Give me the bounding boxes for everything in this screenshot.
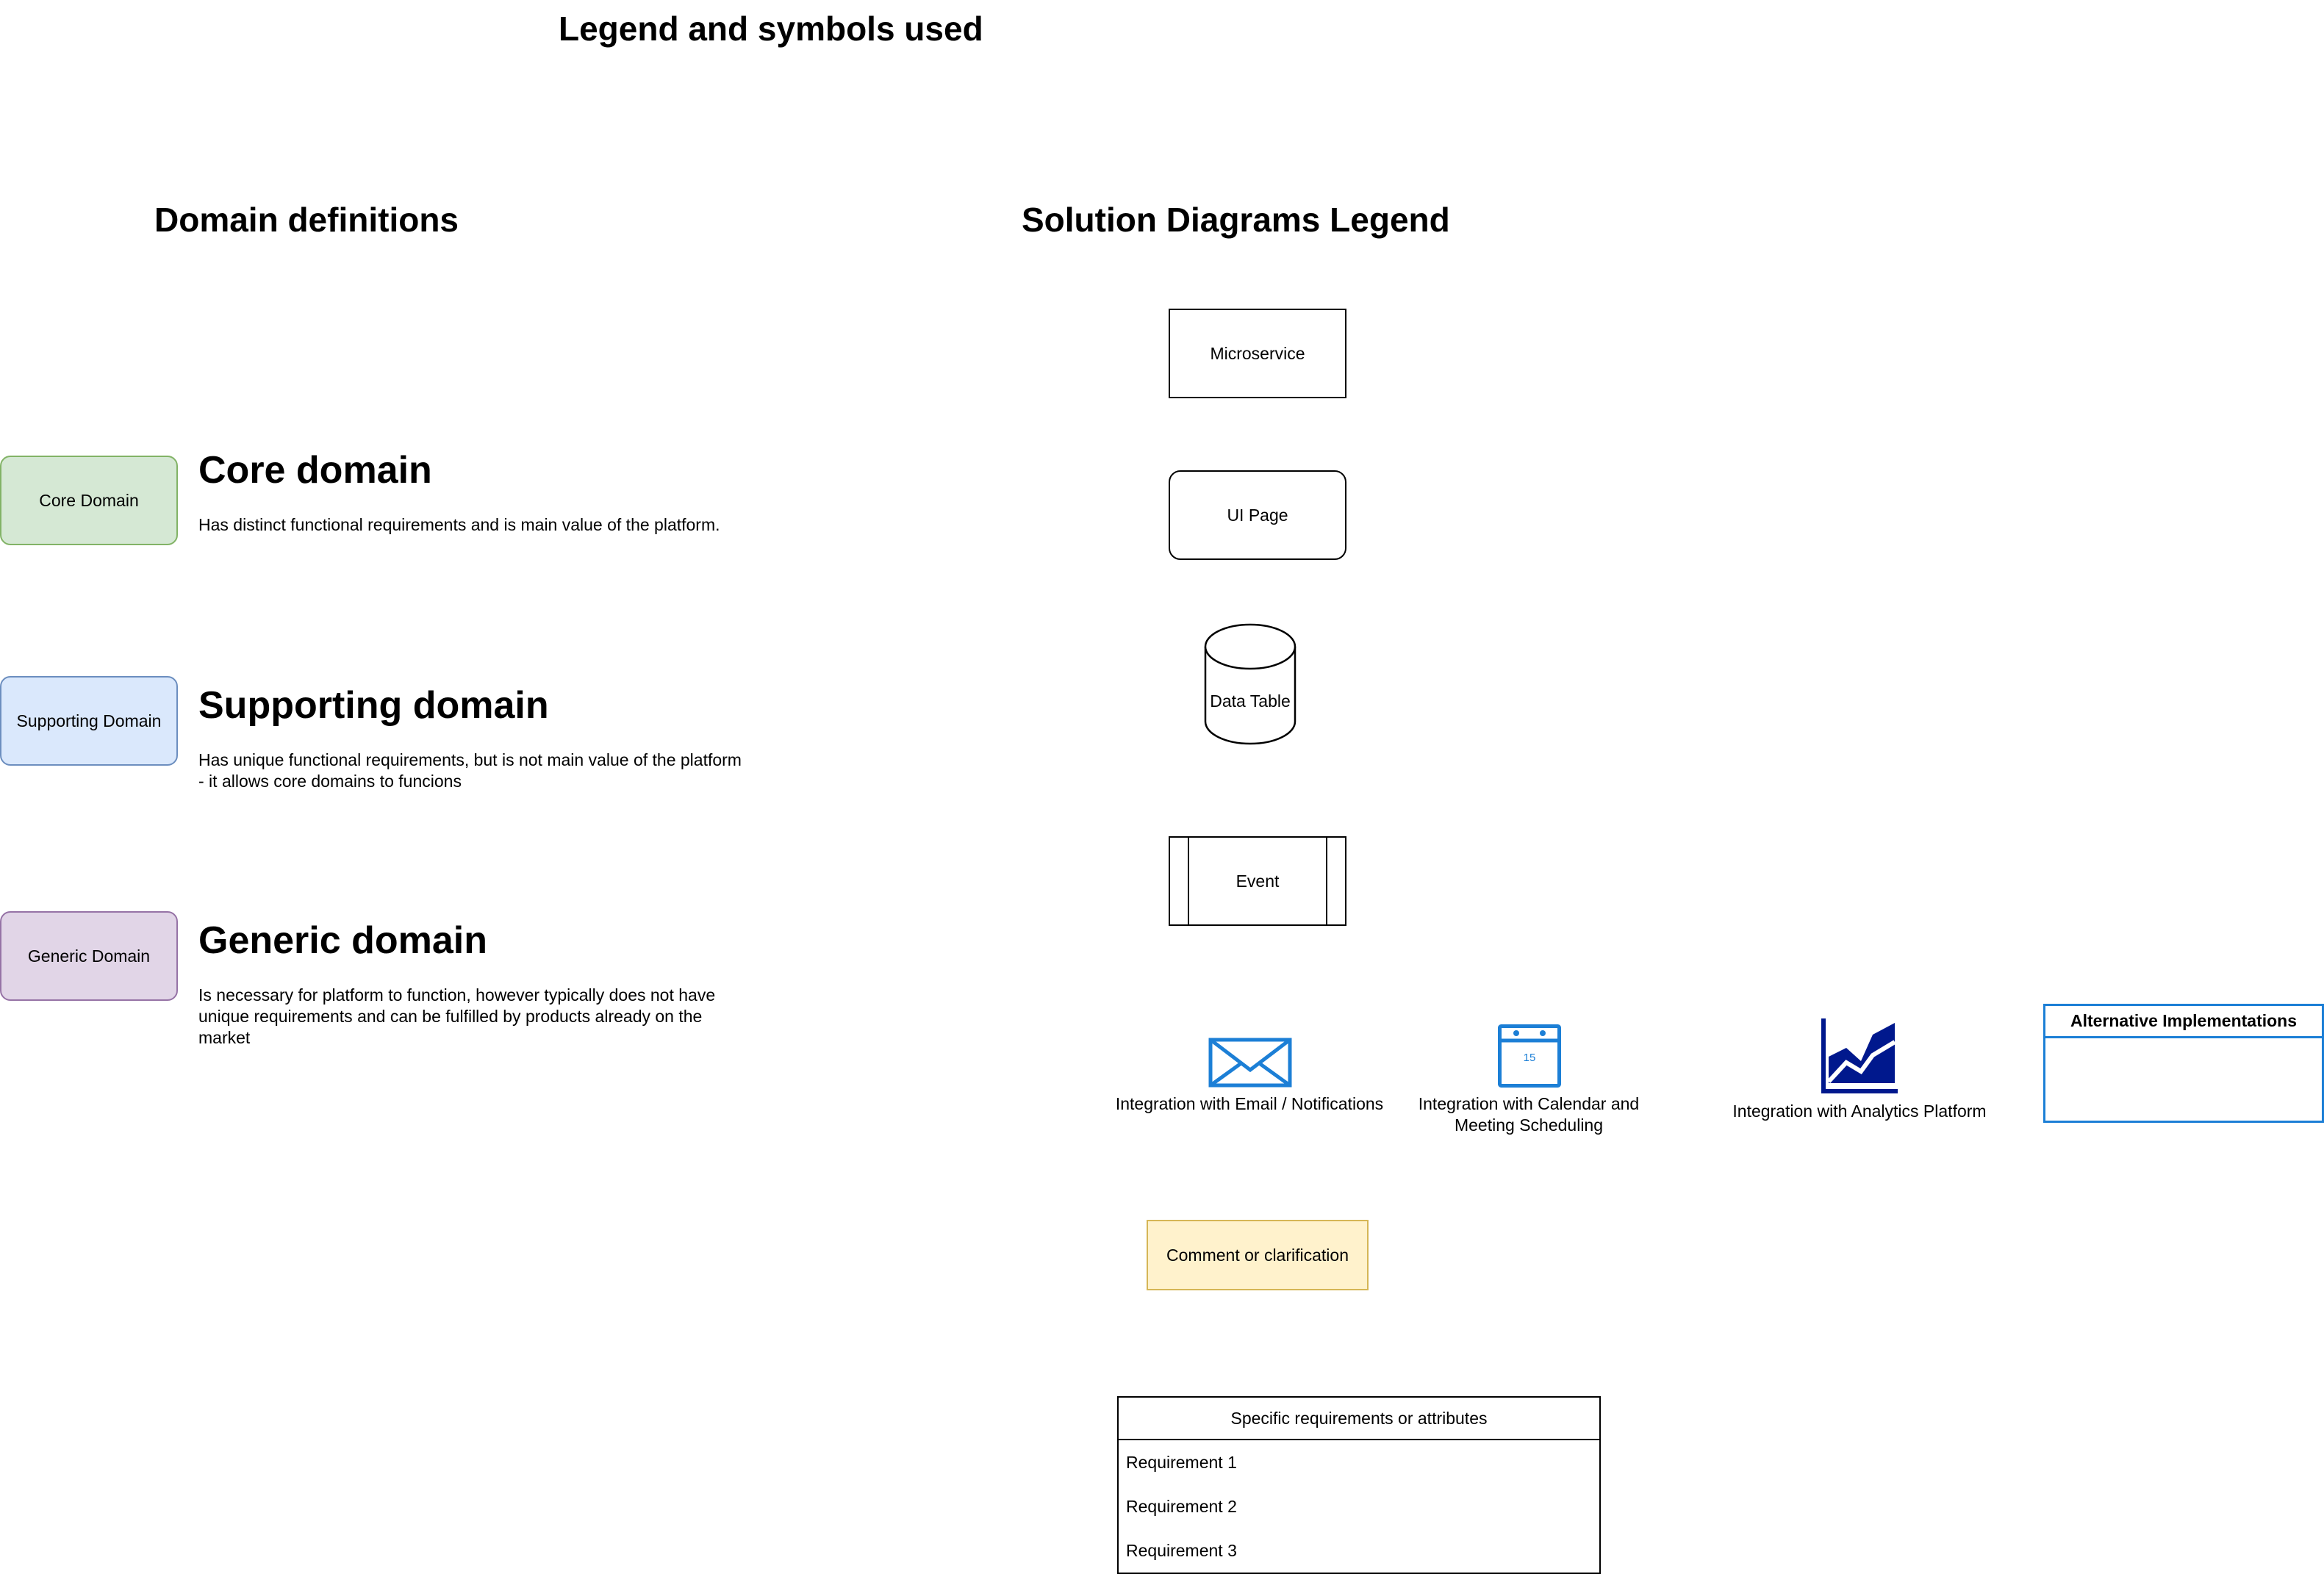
supporting-domain-description: Has unique functional requirements, but …	[198, 750, 742, 791]
comment-note[interactable]: Comment or clarification	[1147, 1220, 1369, 1290]
core-domain-title: Core domain	[198, 449, 432, 492]
svg-text:15: 15	[1524, 1052, 1536, 1064]
cylinder-icon	[1204, 623, 1297, 745]
generic-domain-title: Generic domain	[198, 919, 487, 962]
event-right-bar	[1326, 838, 1327, 924]
supporting-domain-box[interactable]: Supporting Domain	[0, 676, 178, 766]
event-shape[interactable]: Event	[1169, 836, 1346, 926]
requirements-list[interactable]: Specific requirements or attributes Requ…	[1117, 1396, 1601, 1574]
core-domain-description: Has distinct functional requirements and…	[198, 515, 720, 534]
supporting-domain-title: Supporting domain	[198, 684, 549, 727]
alternative-implementations-container[interactable]: Alternative Implementations	[2043, 1004, 2324, 1123]
data-table-shape[interactable]: Data Table	[1204, 623, 1297, 745]
event-label: Event	[1235, 871, 1280, 891]
page-title: Legend and symbols used	[559, 10, 983, 48]
alternative-implementations-title: Alternative Implementations	[2045, 1006, 2322, 1038]
calendar-integration-label: Integration with Calendar and Meeting Sc…	[1418, 1094, 1640, 1135]
core-domain-box[interactable]: Core Domain	[0, 456, 178, 545]
requirement-item[interactable]: Requirement 1	[1126, 1452, 1237, 1472]
analytics-integration-label: Integration with Analytics Platform	[1732, 1102, 1987, 1121]
requirement-item[interactable]: Requirement 3	[1126, 1540, 1237, 1560]
envelope-icon	[1208, 1038, 1292, 1088]
email-integration-label: Integration with Email / Notifications	[1115, 1094, 1384, 1113]
data-table-label: Data Table	[1210, 691, 1291, 711]
microservice-shape[interactable]: Microservice	[1169, 309, 1346, 398]
ui-page-shape[interactable]: UI Page	[1169, 470, 1346, 560]
requirement-item[interactable]: Requirement 2	[1126, 1496, 1237, 1516]
domain-definitions-heading: Domain definitions	[154, 201, 459, 239]
generic-domain-description: Is necessary for platform to function, h…	[198, 985, 716, 1047]
event-left-bar	[1188, 838, 1189, 924]
requirements-list-header: Specific requirements or attributes	[1119, 1398, 1599, 1440]
area-chart-icon	[1821, 1018, 1898, 1093]
generic-domain-box[interactable]: Generic Domain	[0, 911, 178, 1001]
calendar-icon: 15	[1498, 1024, 1561, 1088]
solution-legend-heading: Solution Diagrams Legend	[1022, 201, 1450, 239]
